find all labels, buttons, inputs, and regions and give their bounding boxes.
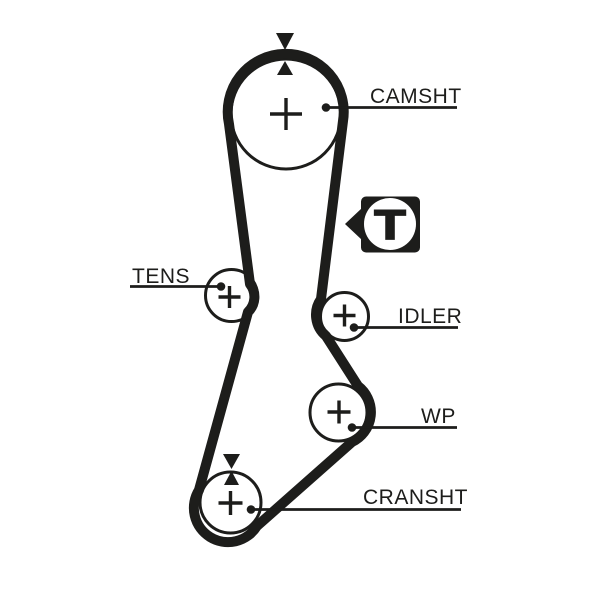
crankshaft-center-cross-icon [218,491,243,515]
tensioner-label: TENS [132,265,191,288]
tension-badge [345,196,420,253]
water-pump-center-cross-icon [327,400,351,424]
water-pump-label: WP [421,405,456,428]
badge-left-arrow-icon [345,208,362,240]
camshaft-center-cross-icon [270,98,302,130]
timing-belt [188,48,376,548]
crankshaft-timing-mark-down-icon [223,454,240,469]
water-pump-leader-dot-icon [347,423,357,432]
badge-circle-icon [364,198,416,250]
idler-leader-dot-icon [349,323,359,332]
camshaft-leader-dot-icon [321,103,331,112]
camshaft-timing-mark-down-icon [276,33,294,50]
crankshaft-label: CRANSHT [363,486,469,509]
idler-label: IDLER [398,305,463,328]
crankshaft-timing-mark-up-icon [224,471,239,485]
crankshaft-leader-dot-icon [246,505,256,514]
tensioner-center-cross-icon [218,286,241,308]
tensioner-leader-dot-icon [216,282,226,291]
camshaft-timing-mark-up-icon [277,61,293,75]
camshaft-label: CAMSHT [370,85,462,108]
idler-center-cross-icon [333,304,356,327]
badge-letter: T [373,200,406,249]
